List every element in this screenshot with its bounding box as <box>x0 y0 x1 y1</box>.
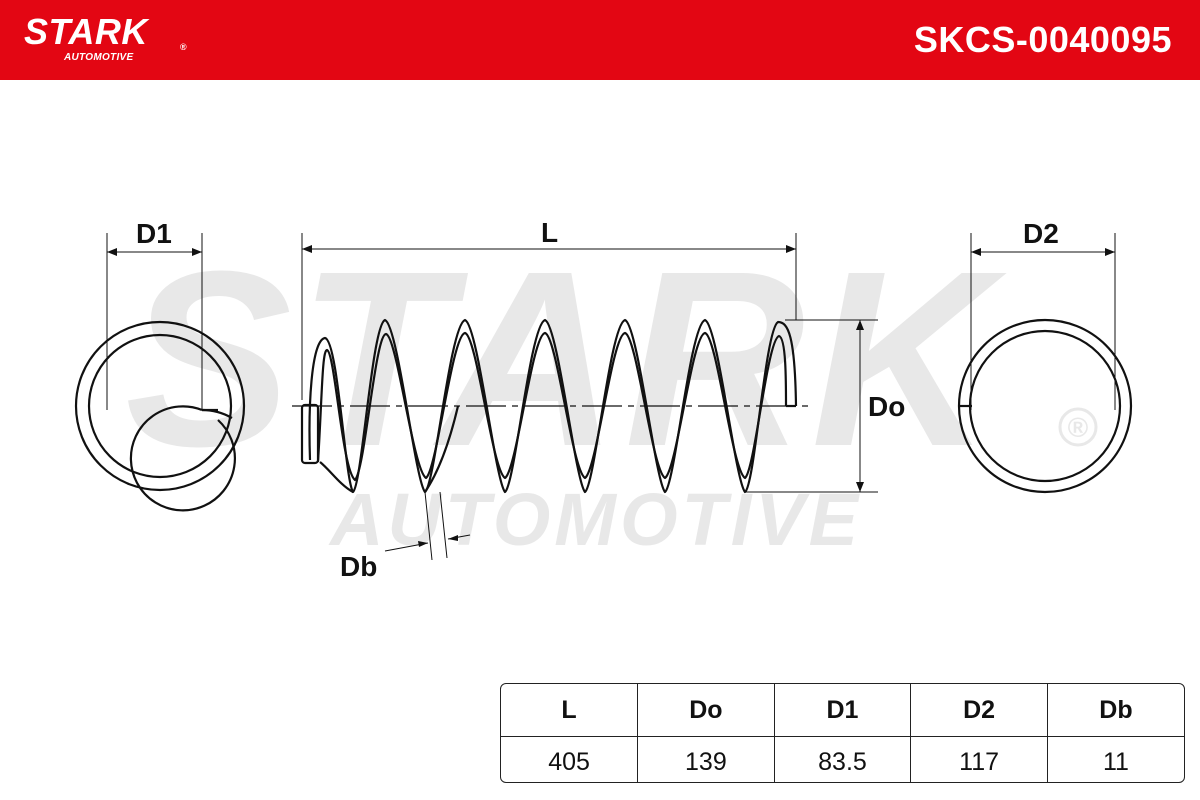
watermark-registered-circle <box>1058 407 1098 447</box>
d1-end-view <box>74 233 246 512</box>
spring-diagram: STARK AUTOMOTIVE ® D1 L <box>74 217 1133 582</box>
do-dimension <box>745 319 878 493</box>
watermark-brand: STARK <box>125 219 1007 498</box>
brand-subtitle: AUTOMOTIVE <box>64 52 134 63</box>
brand-name: STARK <box>24 11 148 52</box>
d2-end-view <box>957 233 1133 494</box>
spec-value-d2: 117 <box>910 736 1048 782</box>
do-label: Do <box>868 391 905 422</box>
spec-table-value-row: 405 139 83.5 117 11 <box>501 736 1184 782</box>
header-bar: STARK ® AUTOMOTIVE SKCS-0040095 <box>0 0 1200 80</box>
spec-header-d2: D2 <box>910 684 1048 737</box>
watermark-registered-mark: ® <box>1068 412 1089 443</box>
spec-header-l: L <box>501 684 638 737</box>
watermark-subtitle: AUTOMOTIVE <box>328 478 862 561</box>
spec-value-db: 11 <box>1046 736 1184 782</box>
brand-logo: STARK ® AUTOMOTIVE <box>24 11 187 64</box>
watermark: STARK AUTOMOTIVE ® <box>125 219 1098 561</box>
db-dimension <box>384 491 471 561</box>
spec-value-l: 405 <box>548 747 590 776</box>
spec-header-db: Db <box>1046 684 1184 737</box>
spec-value-d1: 83.5 <box>773 736 911 782</box>
spec-table-header-row: L Do D1 D2 Db <box>501 684 1184 737</box>
l-label: L <box>541 217 558 248</box>
brand-registered-mark: ® <box>180 42 187 52</box>
d1-label: D1 <box>136 218 172 249</box>
spec-value-do: 139 <box>637 736 775 782</box>
part-number: SKCS-0040095 <box>913 19 1172 60</box>
l-dimension <box>301 233 797 400</box>
spec-header-d1: D1 <box>773 684 911 737</box>
db-label: Db <box>340 551 377 582</box>
d2-label: D2 <box>1023 218 1059 249</box>
spec-header-do: Do <box>637 684 775 737</box>
spec-table: L Do D1 D2 Db 405 139 83.5 117 11 <box>500 683 1185 783</box>
spring-side-view <box>292 318 810 494</box>
